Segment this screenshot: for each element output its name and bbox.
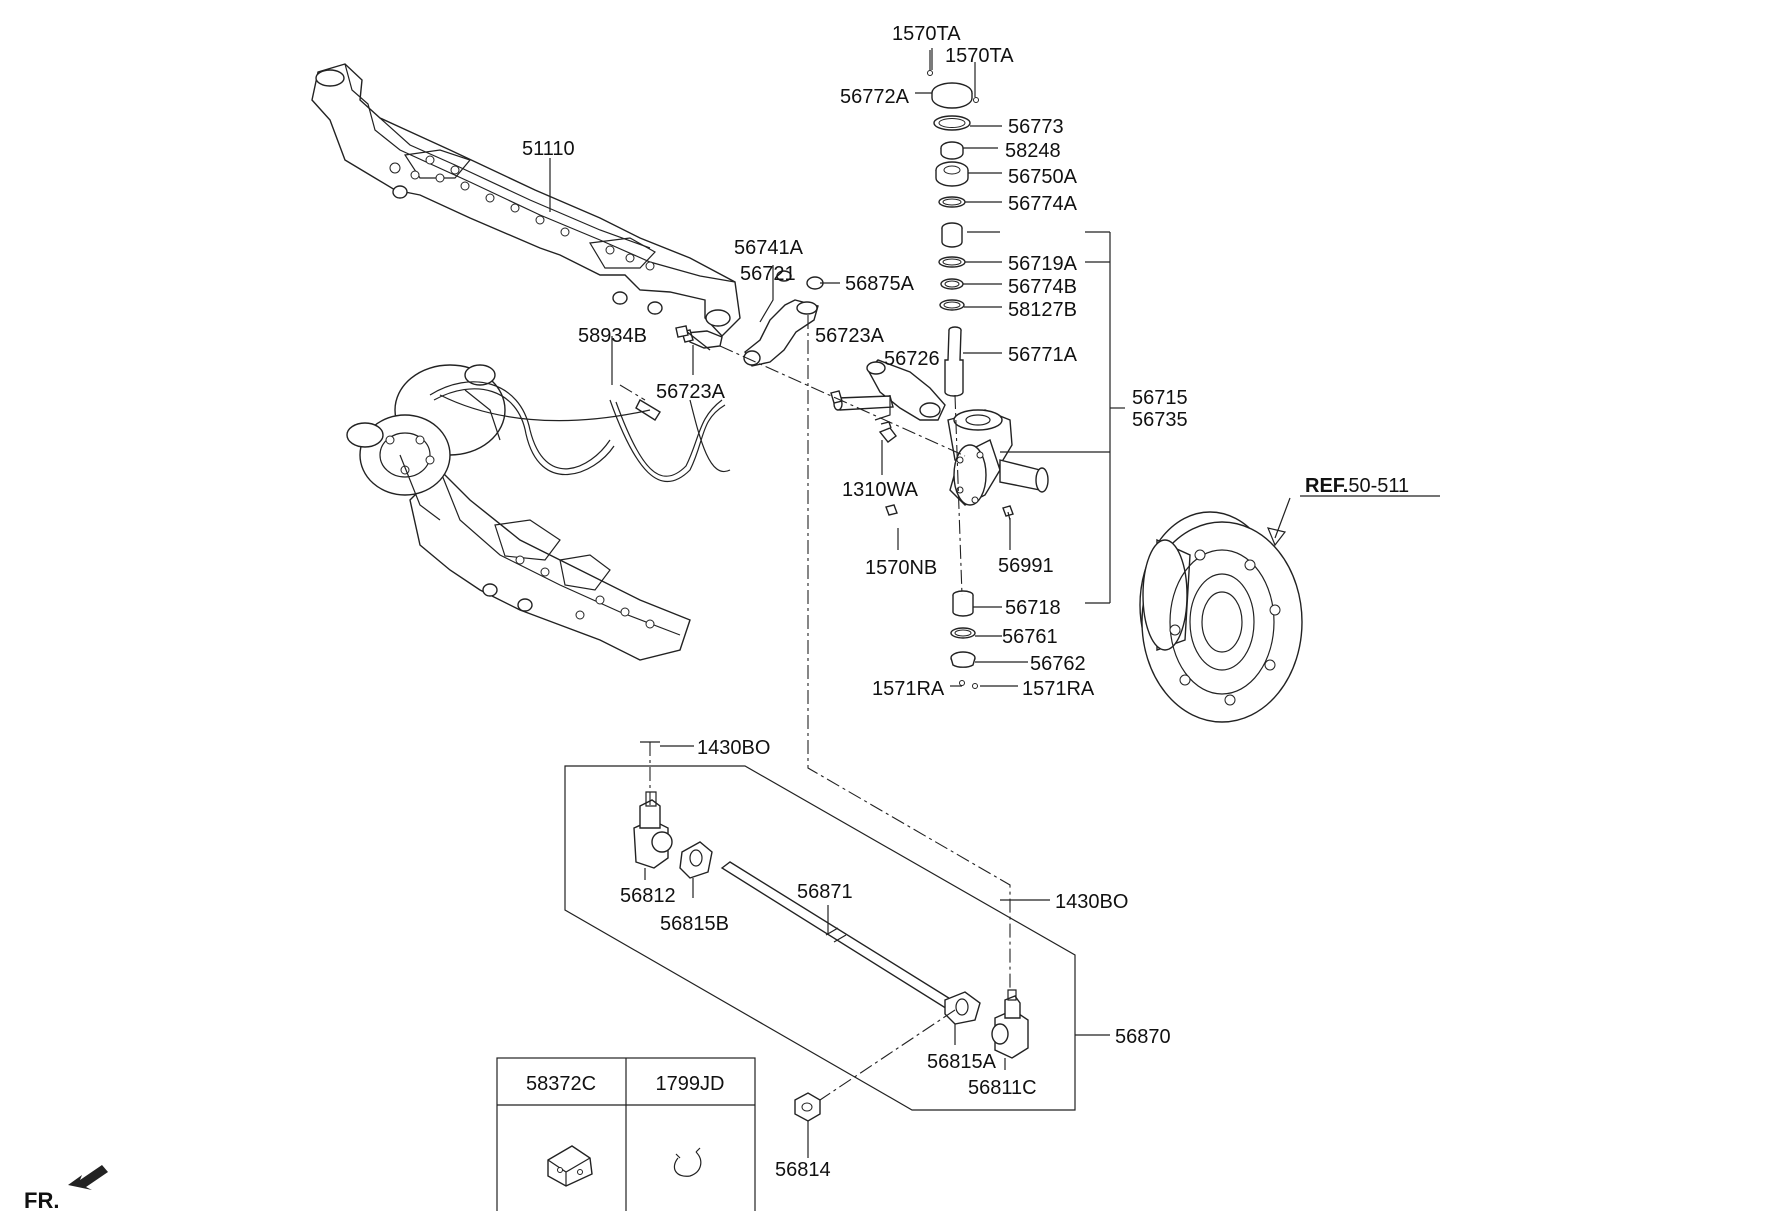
- bracket-icon: [547, 1145, 593, 1187]
- label-56750A: 56750A: [1008, 166, 1078, 188]
- label-1571RA-b: 1571RA: [1022, 678, 1095, 700]
- label-1570TA-b: 1570TA: [945, 45, 1014, 67]
- label-ref: REF.50-511: [1305, 475, 1409, 497]
- label-56871: 56871: [797, 881, 853, 903]
- tie-rod-assembly-drawing: [633, 741, 1029, 1122]
- label-56726: 56726: [884, 348, 940, 370]
- small-parts-table: 58372C 1799JD: [496, 1057, 756, 1211]
- label-56774A: 56774A: [1008, 193, 1078, 215]
- label-56811C: 56811C: [968, 1077, 1037, 1099]
- label-56719A: 56719A: [1008, 253, 1078, 275]
- clip-icon: [673, 1147, 702, 1177]
- label-1570TA-a: 1570TA: [892, 23, 961, 45]
- centerlines: [619, 315, 1011, 1101]
- label-56812: 56812: [620, 885, 676, 907]
- label-51110: 51110: [522, 138, 575, 160]
- label-56741A: 56741A: [734, 237, 804, 259]
- label-1430BO-a: 1430BO: [697, 737, 770, 759]
- label-1310WA: 1310WA: [842, 479, 919, 501]
- front-direction-arrow: [68, 1165, 108, 1190]
- label-56991: 56991: [998, 555, 1054, 577]
- label-56875A: 56875A: [845, 273, 915, 295]
- axle-beam-drawing: [311, 63, 741, 338]
- label-56723A-b: 56723A: [656, 381, 726, 403]
- assembly-outlines: [564, 231, 1125, 1111]
- table-header-1799JD: 1799JD: [656, 1073, 725, 1095]
- part-labels: 1570TA 1570TA 56772A 56773 58248 56750A …: [24, 23, 1409, 1211]
- label-56771A: 56771A: [1008, 344, 1078, 366]
- label-56870: 56870: [1115, 1026, 1171, 1048]
- label-56721: 56721: [740, 263, 796, 285]
- wheel-hub-drawing: [1139, 511, 1303, 723]
- label-1571RA-a: 1571RA: [872, 678, 945, 700]
- table-header-58372C: 58372C: [526, 1073, 596, 1095]
- label-58127B: 58127B: [1008, 299, 1077, 321]
- label-56814: 56814: [775, 1159, 831, 1181]
- label-56761: 56761: [1002, 626, 1058, 648]
- label-56718: 56718: [1005, 597, 1061, 619]
- label-1570NB: 1570NB: [865, 557, 937, 579]
- label-58248: 58248: [1005, 140, 1061, 162]
- label-56762: 56762: [1030, 653, 1086, 675]
- leader-lines: [549, 48, 1440, 1158]
- label-56735: 56735: [1132, 409, 1188, 431]
- label-fr: FR.: [24, 1188, 59, 1211]
- steering-knuckle-drawing: [947, 409, 1049, 506]
- axle-brake-assembly-drawing: [346, 364, 731, 661]
- label-56715: 56715: [1132, 387, 1188, 409]
- label-56815A: 56815A: [927, 1051, 997, 1073]
- label-56815B: 56815B: [660, 913, 729, 935]
- kingpin-stack-drawing: [675, 50, 1014, 689]
- label-56723A-a: 56723A: [815, 325, 885, 347]
- label-56773: 56773: [1008, 116, 1064, 138]
- label-58934B: 58934B: [578, 325, 647, 347]
- label-56774B: 56774B: [1008, 276, 1077, 298]
- label-1430BO-b: 1430BO: [1055, 891, 1128, 913]
- label-56772A: 56772A: [840, 86, 910, 108]
